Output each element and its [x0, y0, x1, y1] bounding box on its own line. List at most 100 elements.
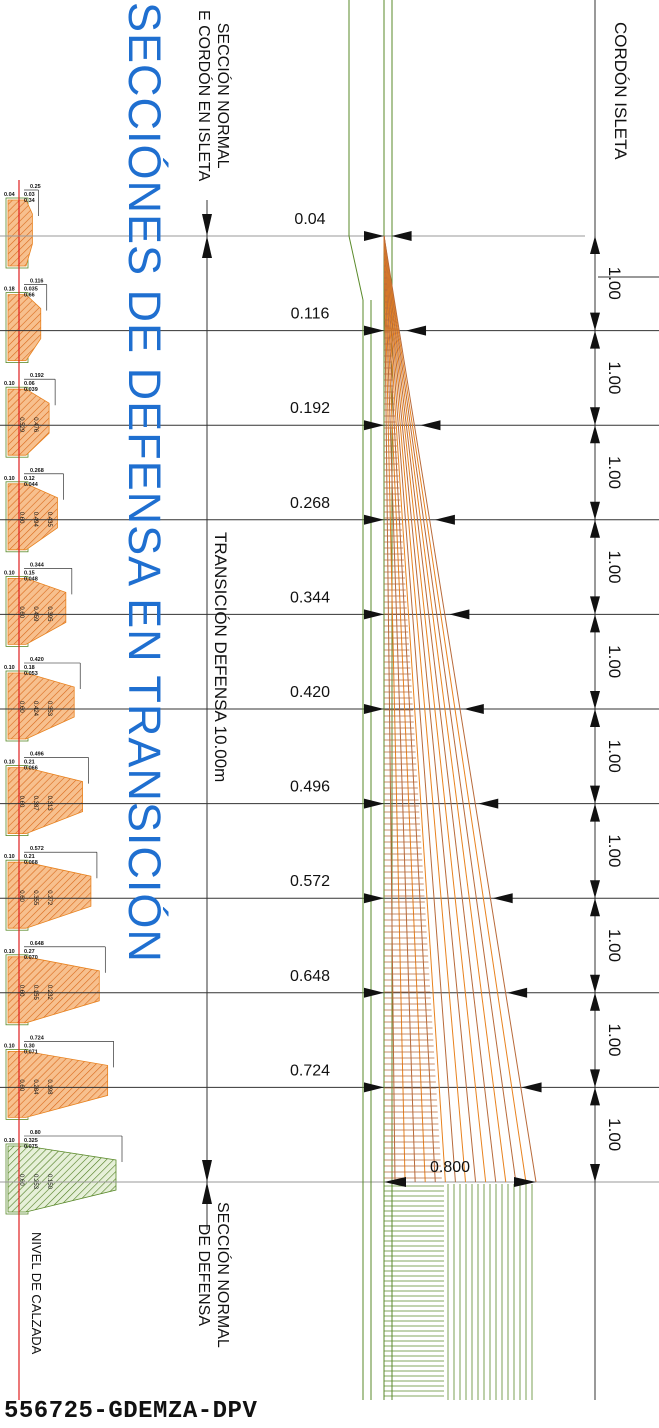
transition-ray — [383, 235, 456, 1183]
arrow-head — [202, 1182, 212, 1204]
plan-view-transition — [348, 0, 537, 1400]
transition-ray — [383, 235, 527, 1183]
section-dim: 0.18 — [4, 287, 15, 293]
section-dim: 0.10 — [4, 381, 15, 387]
section-dim: 0.039 — [24, 387, 38, 393]
section-dim: 0.60 — [18, 890, 24, 902]
width-label: 0.724 — [290, 1062, 330, 1079]
transition-ray — [383, 235, 487, 1183]
section-dim: 0.10 — [4, 665, 15, 671]
section-dim: 0.116 — [30, 279, 43, 285]
transition-ray — [383, 235, 497, 1183]
arrow-head — [364, 987, 384, 998]
arrow-head — [364, 704, 384, 714]
label-seccion-normal-defensa: SECCIÓN NORMAL DE DEFENSA — [194, 1202, 232, 1348]
transition-ray — [383, 235, 517, 1183]
arrow-head — [590, 236, 600, 254]
section-dim: 0.10 — [4, 949, 15, 955]
arrow-head — [590, 803, 600, 822]
transition-ray — [383, 235, 396, 1183]
section-shape — [7, 199, 33, 267]
arrow-head — [590, 974, 600, 993]
section-dim: 0.420 — [30, 657, 44, 663]
arrow-head — [514, 1177, 536, 1187]
label-nivel-calzada: NIVEL DE CALZADA — [29, 1232, 44, 1355]
section-dim: 0.648 — [30, 941, 44, 947]
drawing-code: 556725-GDEMZA-DPV — [4, 1398, 258, 1425]
section-dim: 0.60 — [18, 985, 24, 997]
drawing-title: SECCIÓNES DE DEFENSA EN TRANSICIÓN — [119, 2, 170, 963]
arrow-head — [590, 1164, 600, 1182]
section-dim: 0.60 — [18, 701, 24, 713]
arrow-head — [492, 893, 513, 904]
section-dim: 0.10 — [4, 476, 15, 482]
transition-ray — [383, 235, 416, 1183]
arrow-head — [590, 312, 600, 331]
section-dim: 0.048 — [24, 576, 38, 582]
section-dim: 0.344 — [30, 562, 45, 568]
label-line: DE DEFENSA — [195, 1223, 212, 1327]
arrow-head — [202, 214, 212, 236]
section-dim: 0.071 — [24, 1049, 38, 1055]
arrow-head — [590, 501, 600, 520]
section-shape — [7, 767, 83, 834]
section-dim: 0.30 — [24, 1043, 35, 1049]
arrow-head — [364, 1082, 384, 1093]
arrow-head — [202, 236, 212, 258]
arrow-head — [406, 325, 427, 336]
arrow-head — [590, 519, 600, 538]
arrow-head — [590, 330, 600, 349]
arrow-head — [521, 1082, 542, 1093]
arrow-head — [507, 987, 528, 998]
section-dim: 0.04 — [4, 192, 16, 198]
section-dim: 0.572 — [30, 846, 44, 852]
width-label: 0.420 — [290, 684, 330, 701]
section-dim: 0.325 — [24, 1138, 38, 1144]
label-line: E CORDÓN EN ISLETA — [195, 10, 212, 182]
dimension-annotations: 0.040.1160.1920.2680.3440.4200.4960.5720… — [202, 0, 624, 1400]
label-cordon-isleta: CORDÓN ISLETA — [611, 22, 630, 160]
section-dim: 0.60 — [18, 512, 24, 524]
arrow-head — [364, 609, 384, 620]
section-dim: 0.25 — [30, 184, 41, 190]
section-shape — [7, 956, 100, 1024]
section-dim: 0.10 — [4, 1043, 15, 1049]
section-shape — [7, 294, 42, 362]
spacing-label: 1.00 — [605, 834, 624, 867]
section-dim: 0.068 — [24, 860, 38, 866]
section-shape — [7, 483, 58, 551]
arrow-head — [590, 614, 600, 633]
transition-ray — [383, 235, 436, 1183]
section-dim: 0.10 — [4, 760, 15, 766]
transition-ray — [383, 235, 537, 1183]
spacing-label: 1.00 — [605, 456, 624, 489]
arrow-head — [364, 893, 384, 904]
transition-ray — [383, 235, 446, 1183]
spacing-label: 1.00 — [605, 267, 624, 300]
section-dim: 0.34 — [24, 198, 36, 204]
width-label: 0.268 — [290, 495, 330, 512]
arrow-head — [420, 420, 441, 431]
arrow-head — [590, 1087, 600, 1106]
arrow-head — [590, 992, 600, 1011]
width-label: 0.116 — [291, 306, 330, 323]
label-transicion: TRANSICIÓN DEFENSA 10.00m — [211, 532, 230, 783]
label-line: SECCIÓN NORMAL — [214, 1202, 231, 1348]
width-label: 0.800 — [430, 1159, 470, 1176]
transition-ray — [383, 235, 466, 1183]
section-dim: 0.60 — [18, 1079, 24, 1091]
spacing-label: 1.00 — [605, 740, 624, 773]
arrow-head — [478, 798, 499, 809]
arrow-head — [590, 425, 600, 444]
section-dim: 0.60 — [18, 1174, 24, 1186]
label-seccion-normal-cordon: SECCIÓN NORMAL E CORDÓN EN ISLETA — [194, 10, 232, 181]
arrow-head — [590, 1069, 600, 1088]
section-dim: 0.27 — [24, 949, 35, 955]
arrow-head — [434, 514, 455, 525]
arrow-head — [364, 420, 384, 431]
